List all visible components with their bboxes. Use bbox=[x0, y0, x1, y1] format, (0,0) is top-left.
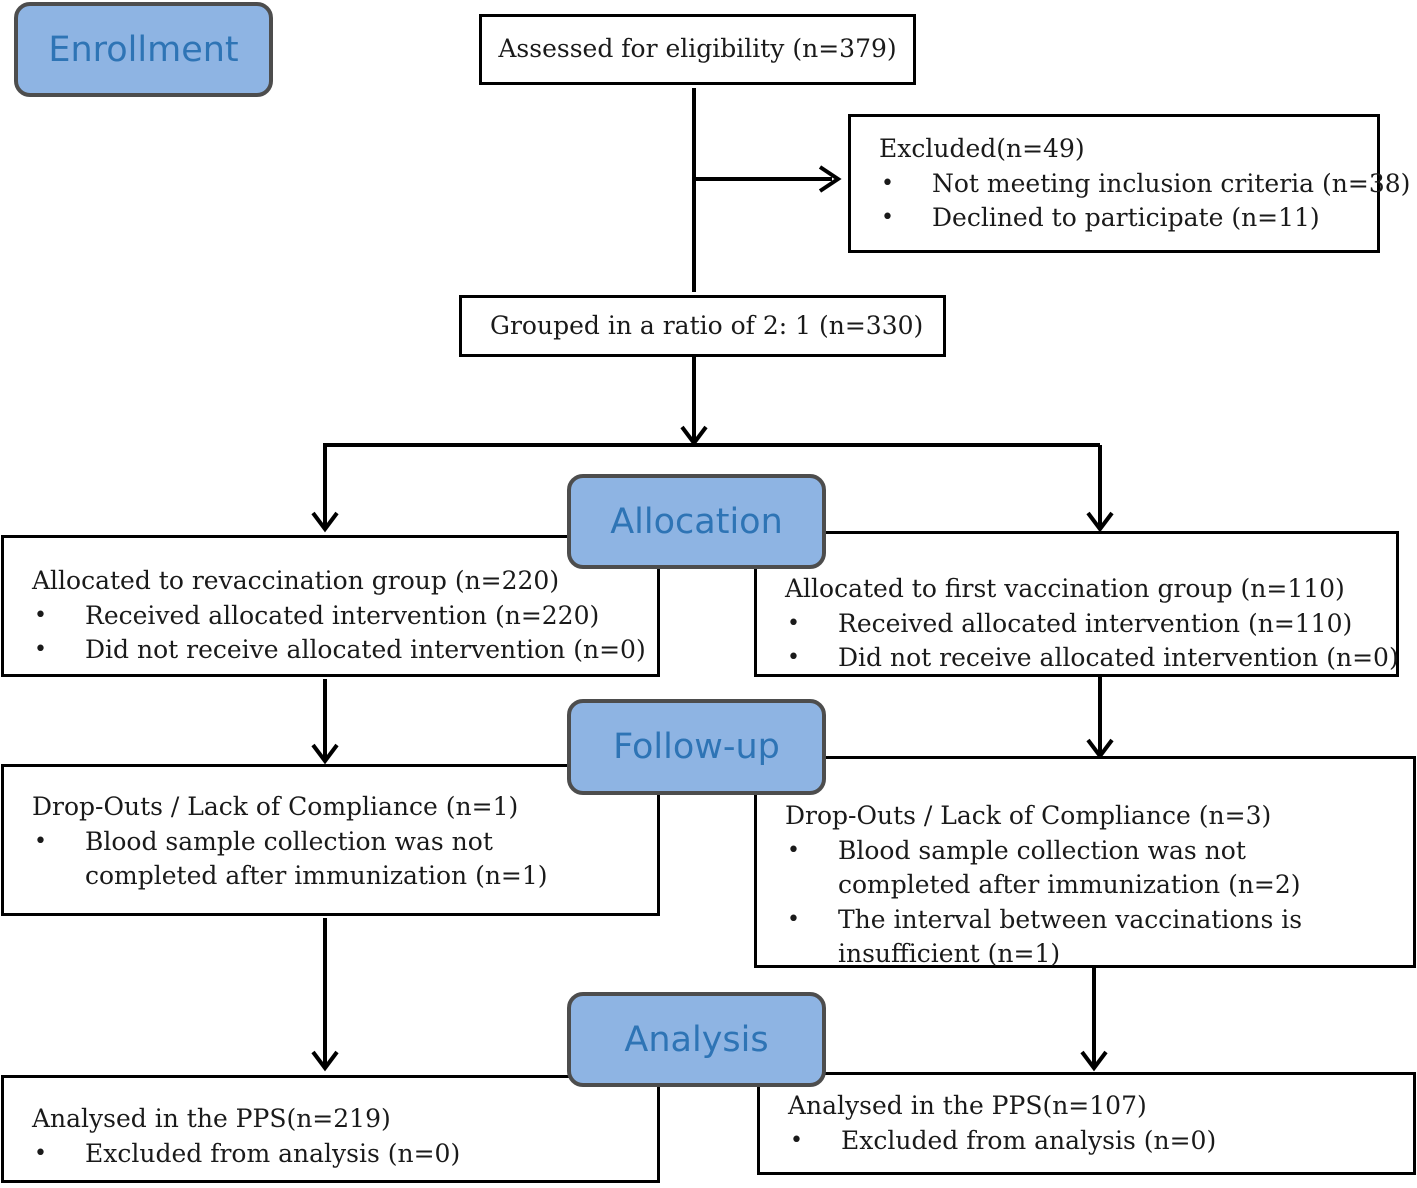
arrow-to-first-analysis bbox=[1080, 968, 1108, 1072]
excluded-item-inclusion: Not meeting inclusion criteria (n=38) bbox=[879, 167, 1410, 202]
revaccination-follow-up-title: Drop-Outs / Lack of Compliance (n=1) bbox=[32, 792, 519, 821]
arrow-to-split bbox=[680, 357, 708, 447]
revaccination-allocated-title: Allocated to revaccination group (n=220) bbox=[32, 566, 560, 595]
revaccination-excluded-analysis-item: Excluded from analysis (n=0) bbox=[32, 1137, 657, 1172]
revaccination-received-item: Received allocated intervention (n=220) bbox=[32, 599, 657, 634]
revaccination-not-received-item: Did not receive allocated intervention (… bbox=[32, 633, 657, 668]
first-follow-up-box: Drop-Outs / Lack of Compliance (n=3) Blo… bbox=[754, 756, 1416, 968]
revaccination-analysis-list: Excluded from analysis (n=0) bbox=[32, 1137, 657, 1172]
arrow-to-revaccination-follow-up bbox=[311, 679, 339, 765]
first-analysis-list: Excluded from analysis (n=0) bbox=[788, 1124, 1413, 1159]
grouped-text: Grouped in a ratio of 2: 1 (n=330) bbox=[490, 310, 924, 340]
arrow-to-excluded bbox=[694, 165, 842, 193]
arrow-to-first-follow-up bbox=[1086, 677, 1114, 760]
stage-enrollment: Enrollment bbox=[14, 2, 273, 97]
first-received-item: Received allocated intervention (n=110) bbox=[785, 607, 1396, 642]
first-follow-up-title: Drop-Outs / Lack of Compliance (n=3) bbox=[785, 801, 1272, 830]
first-allocated-title: Allocated to first vaccination group (n=… bbox=[785, 574, 1345, 603]
assessed-text: Assessed for eligibility (n=379) bbox=[498, 34, 897, 64]
arrow-to-revaccination-allocated bbox=[311, 445, 339, 533]
excluded-item-declined: Declined to participate (n=11) bbox=[879, 201, 1377, 236]
revaccination-follow-up-list: Blood sample collection was not complete… bbox=[32, 825, 657, 894]
first-analysis-title: Analysed in the PPS(n=107) bbox=[788, 1091, 1147, 1120]
first-interval-item: The interval between vaccinations is ins… bbox=[785, 903, 1413, 972]
first-allocated-list: Received allocated intervention (n=110) … bbox=[785, 607, 1399, 676]
arrow-to-first-allocated bbox=[1086, 445, 1114, 533]
revaccination-analysis-title: Analysed in the PPS(n=219) bbox=[32, 1104, 391, 1133]
first-excluded-analysis-item: Excluded from analysis (n=0) bbox=[788, 1124, 1413, 1159]
stage-follow-up: Follow-up bbox=[567, 699, 826, 795]
first-allocated-box: Allocated to first vaccination group (n=… bbox=[754, 531, 1399, 677]
revaccination-follow-up-box: Drop-Outs / Lack of Compliance (n=1) Blo… bbox=[1, 764, 660, 916]
revaccination-allocated-list: Received allocated intervention (n=220) … bbox=[32, 599, 657, 668]
revaccination-allocated-box: Allocated to revaccination group (n=220)… bbox=[1, 535, 660, 677]
first-analysis-box: Analysed in the PPS(n=107) Excluded from… bbox=[757, 1072, 1416, 1175]
first-blood-sample-item: Blood sample collection was not complete… bbox=[785, 834, 1358, 903]
excluded-title: Excluded(n=49) bbox=[879, 134, 1085, 163]
arrow-to-revaccination-analysis bbox=[311, 918, 339, 1072]
assessed-box: Assessed for eligibility (n=379) bbox=[479, 14, 916, 85]
revaccination-blood-sample-item: Blood sample collection was not complete… bbox=[32, 825, 630, 894]
revaccination-analysis-box: Analysed in the PPS(n=219) Excluded from… bbox=[1, 1075, 660, 1183]
excluded-list: Not meeting inclusion criteria (n=38) De… bbox=[879, 167, 1410, 236]
grouped-box: Grouped in a ratio of 2: 1 (n=330) bbox=[459, 295, 946, 357]
excluded-box: Excluded(n=49) Not meeting inclusion cri… bbox=[848, 114, 1410, 253]
stage-allocation: Allocation bbox=[567, 474, 826, 569]
first-follow-up-list: Blood sample collection was not complete… bbox=[785, 834, 1413, 972]
stage-analysis: Analysis bbox=[567, 992, 826, 1087]
first-not-received-item: Did not receive allocated intervention (… bbox=[785, 641, 1399, 676]
